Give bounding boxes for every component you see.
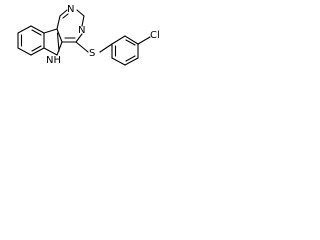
- double-bond: [31, 45, 42, 52]
- bond: [56, 41, 63, 56]
- bond: [75, 33, 83, 43]
- bond: [43, 47, 58, 56]
- bond: [56, 15, 61, 30]
- bond: [43, 28, 58, 34]
- sulfur-label: S: [89, 48, 95, 59]
- benzene-ring: [17, 25, 45, 56]
- bond: [76, 9, 85, 17]
- double-bond: [125, 39, 136, 46]
- double-bond: [125, 55, 136, 62]
- pyrimidine-ring: [56, 9, 85, 43]
- nitrogen-label-right: N: [78, 25, 85, 36]
- chemical-structure-canvas: N N NH S Cl: [0, 0, 183, 77]
- bond: [30, 47, 45, 56]
- nh-label: NH: [46, 55, 61, 66]
- bond: [59, 9, 68, 17]
- nitrogen-label-top: N: [67, 4, 74, 15]
- chlorine-label: Cl: [150, 30, 160, 41]
- bond: [111, 35, 126, 45]
- bond: [124, 57, 139, 66]
- bond: [17, 47, 32, 56]
- double-bond: [56, 32, 60, 52]
- c-cl-bond: [137, 36, 151, 45]
- chlorophenyl-ring: [111, 35, 151, 66]
- bond: [111, 57, 126, 66]
- chemical-structure-drawing: N N NH S Cl: [17, 4, 160, 66]
- pyrrole-ring: [43, 28, 63, 56]
- c-s-bond: [75, 41, 89, 53]
- double-bond: [62, 13, 69, 19]
- bond: [81, 15, 85, 27]
- bond: [30, 25, 45, 34]
- bond: [56, 28, 63, 43]
- s-aryl-bond: [99, 43, 113, 53]
- double-bond: [31, 29, 42, 36]
- bond: [124, 35, 139, 45]
- bond: [17, 25, 32, 34]
